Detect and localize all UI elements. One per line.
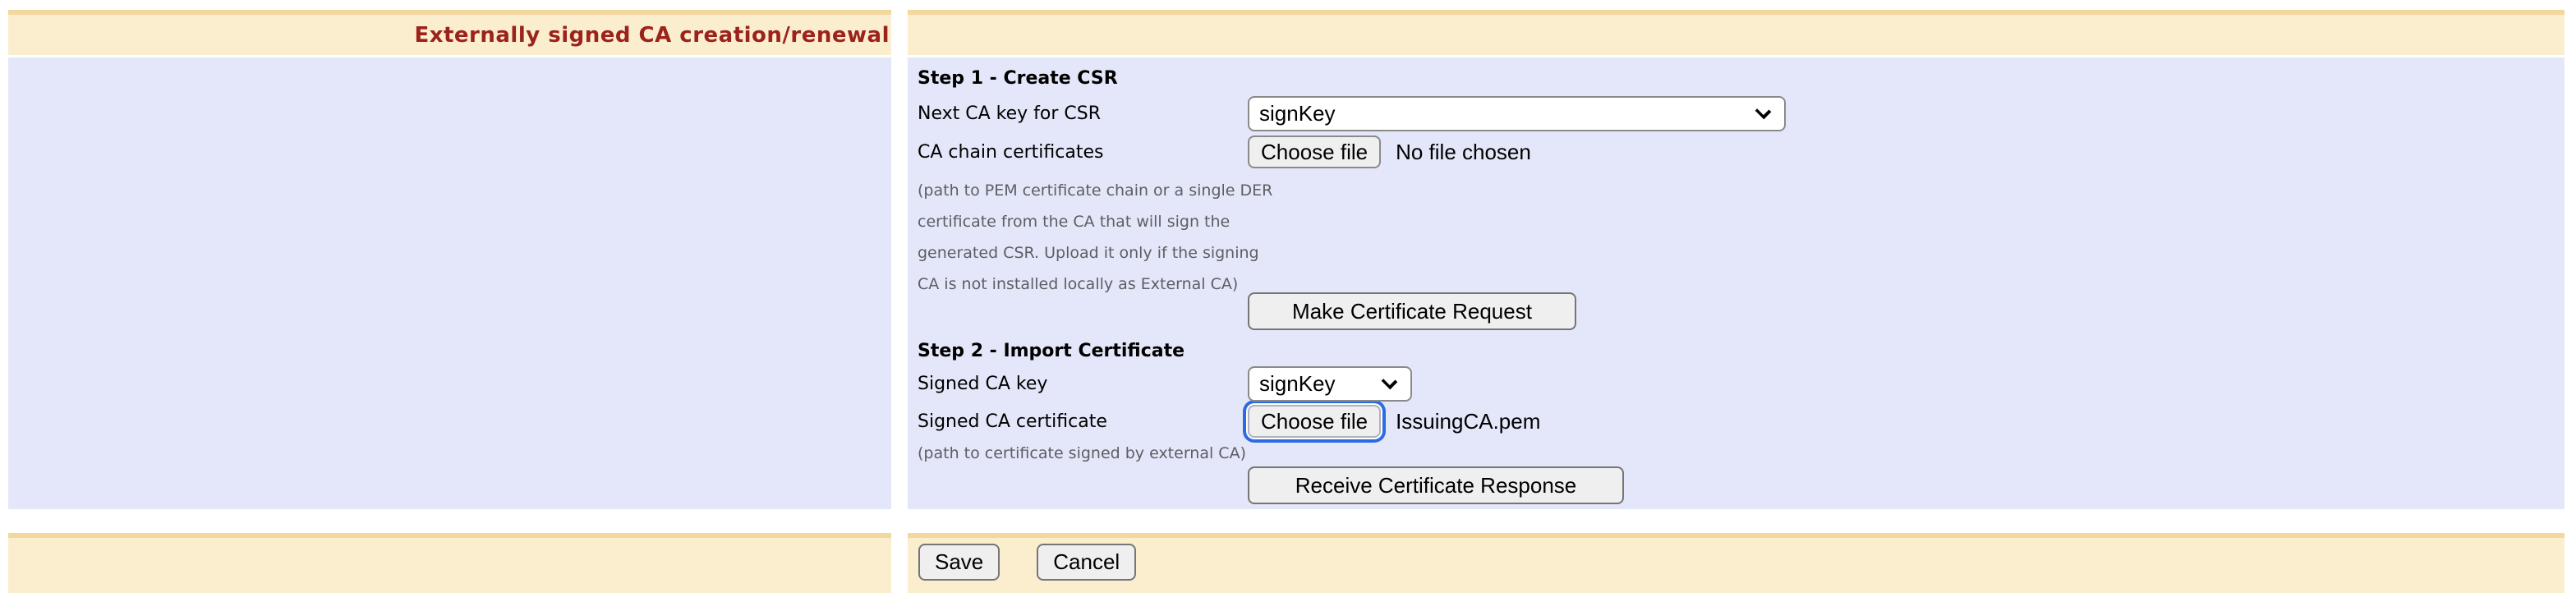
footer-buttons-cell: Save Cancel bbox=[908, 533, 2564, 593]
make-certificate-request-button[interactable]: Make Certificate Request bbox=[1248, 292, 1576, 330]
help-line: (path to PEM certificate chain or a sing… bbox=[918, 181, 1273, 200]
page-title: Externally signed CA creation/renewal bbox=[414, 22, 890, 48]
ca-chain-label: CA chain certificates bbox=[918, 141, 1104, 163]
step1-heading: Step 1 - Create CSR bbox=[918, 68, 1118, 89]
signed-ca-cert-row: Signed CA certificate Choose file Issuin… bbox=[918, 402, 2564, 440]
next-ca-key-selected-value: signKey bbox=[1259, 100, 1336, 126]
ca-chain-row: CA chain certificates Choose file No fil… bbox=[918, 133, 2564, 171]
signed-ca-key-select[interactable]: signKey bbox=[1248, 365, 1412, 402]
next-ca-key-label: Next CA key for CSR bbox=[918, 103, 1102, 124]
content-right-cell: Step 1 - Create CSR Next CA key for CSR … bbox=[908, 57, 2564, 509]
receive-certificate-response-button[interactable]: Receive Certificate Response bbox=[1248, 466, 1624, 504]
header-title-cell: Externally signed CA creation/renewal bbox=[8, 10, 891, 55]
signed-ca-cert-file-name: IssuingCA.pem bbox=[1396, 408, 1541, 434]
signed-ca-cert-choose-file-button[interactable]: Choose file bbox=[1248, 405, 1382, 438]
chevron-down-icon bbox=[1755, 103, 1772, 119]
make-request-row: Make Certificate Request bbox=[1248, 292, 2564, 330]
next-ca-key-row: Next CA key for CSR signKey bbox=[918, 94, 2564, 133]
ca-form-table: Externally signed CA creation/renewal St… bbox=[8, 10, 2564, 593]
ca-chain-help-text: (path to PEM certificate chain or a sing… bbox=[918, 182, 2564, 292]
next-ca-key-select[interactable]: signKey bbox=[1248, 95, 1786, 131]
help-line: certificate from the CA that will sign t… bbox=[918, 213, 1230, 231]
save-button[interactable]: Save bbox=[918, 544, 1000, 581]
chevron-down-icon bbox=[1381, 373, 1398, 389]
help-line: CA is not installed locally as External … bbox=[918, 275, 1239, 293]
help-line: generated CSR. Upload it only if the sig… bbox=[918, 244, 1259, 262]
signed-ca-cert-label: Signed CA certificate bbox=[918, 411, 1107, 432]
cancel-button[interactable]: Cancel bbox=[1037, 544, 1137, 581]
content-row: Step 1 - Create CSR Next CA key for CSR … bbox=[8, 55, 2564, 509]
header-row: Externally signed CA creation/renewal bbox=[8, 10, 2564, 55]
footer-row: Save Cancel bbox=[8, 533, 2564, 593]
step2-heading: Step 2 - Import Certificate bbox=[918, 341, 1185, 361]
signed-ca-key-row: Signed CA key signKey bbox=[918, 365, 2564, 402]
header-spacer-cell bbox=[908, 10, 2564, 55]
signed-ca-key-label: Signed CA key bbox=[918, 373, 1048, 394]
signed-ca-cert-help-text: (path to certificate signed by external … bbox=[918, 444, 1246, 462]
signed-ca-key-selected-value: signKey bbox=[1259, 370, 1336, 396]
footer-left-cell bbox=[8, 533, 891, 593]
ca-chain-choose-file-button[interactable]: Choose file bbox=[1248, 136, 1382, 168]
ca-chain-file-status: No file chosen bbox=[1396, 139, 1531, 164]
receive-response-row: Receive Certificate Response bbox=[1248, 466, 2564, 504]
content-left-cell bbox=[8, 57, 891, 509]
